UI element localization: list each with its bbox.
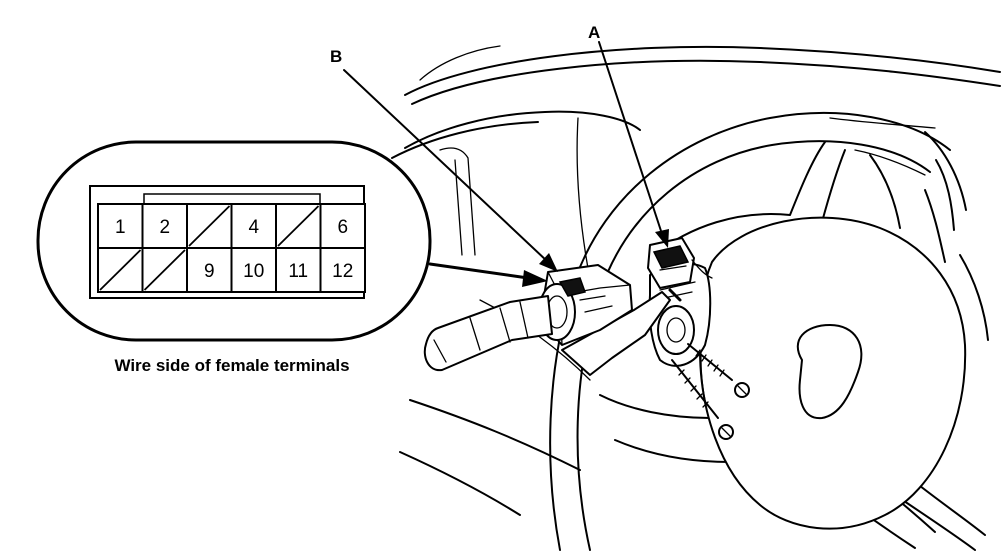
terminal-number: 1 bbox=[115, 217, 126, 238]
mounting-screws bbox=[671, 343, 750, 440]
terminal-number: 10 bbox=[243, 261, 264, 282]
terminal-cell bbox=[230, 247, 277, 293]
callout-a: A bbox=[588, 23, 600, 42]
terminal-cell bbox=[319, 203, 366, 249]
airbag-hub bbox=[699, 216, 967, 530]
terminal-number: 2 bbox=[159, 217, 170, 238]
leader-lines bbox=[343, 41, 669, 287]
terminal-cell bbox=[275, 247, 322, 293]
callout-b: B bbox=[330, 47, 342, 66]
unused-terminal-slash bbox=[277, 205, 320, 247]
terminal-cell bbox=[319, 247, 366, 293]
switch-lever bbox=[423, 295, 553, 372]
combination-switch bbox=[538, 264, 671, 376]
terminal-number: 4 bbox=[248, 217, 259, 238]
connector-caption: Wire side of female terminals bbox=[114, 356, 349, 375]
terminal-cell bbox=[97, 203, 144, 249]
unused-terminal-slash bbox=[143, 249, 186, 291]
terminal-number: 11 bbox=[288, 261, 308, 282]
terminal-number: 9 bbox=[204, 261, 215, 282]
unused-terminal-slash bbox=[99, 249, 142, 291]
connector-a bbox=[647, 237, 713, 289]
terminal-number: 6 bbox=[337, 217, 348, 238]
unused-terminal-slash bbox=[188, 205, 231, 247]
terminal-number: 12 bbox=[332, 261, 353, 282]
steering-column bbox=[648, 262, 712, 367]
